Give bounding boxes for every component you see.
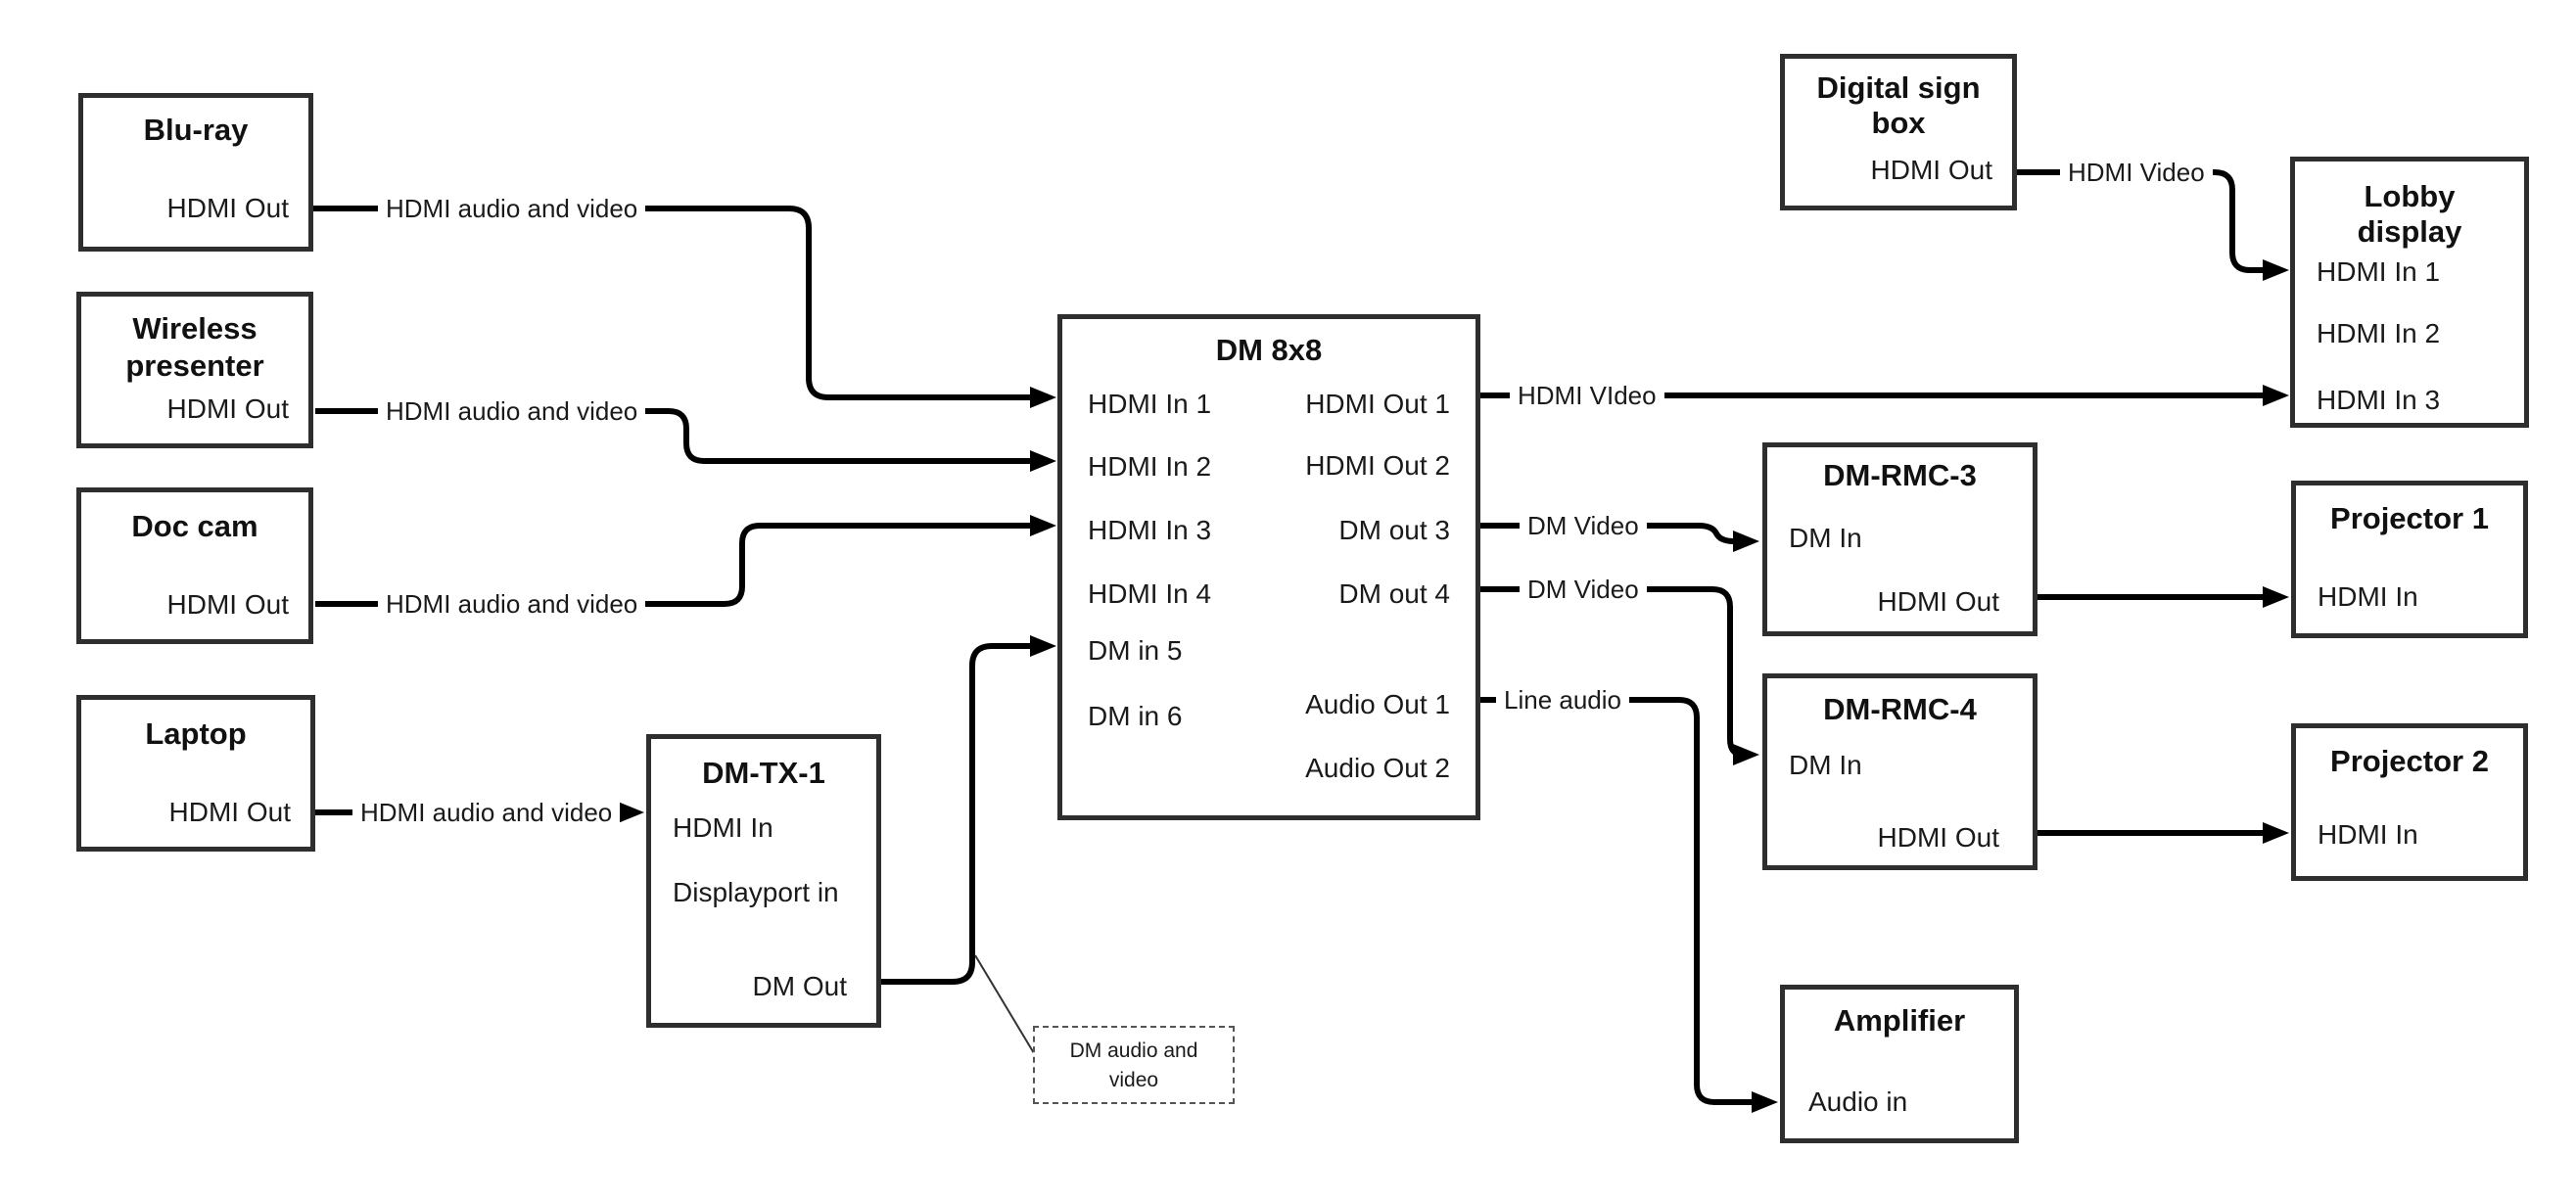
port-rmc4-hdmi-out: HDMI Out bbox=[1877, 822, 1999, 853]
port-dm8x8-dm-out-4: DM out 4 bbox=[1338, 578, 1450, 609]
arrowhead-projector1-hdmi-in bbox=[2263, 586, 2289, 608]
node-dm-rmc-3: DM-RMC-3 DM In HDMI Out bbox=[1762, 442, 2037, 636]
port-digitalsign-hdmi-out: HDMI Out bbox=[1870, 155, 1992, 185]
label-digitalsign-cable: HDMI Video bbox=[2060, 158, 2213, 187]
label-hdmi-out1-cable: HDMI VIdeo bbox=[1510, 381, 1664, 410]
arrowhead-rmc3-dm-in bbox=[1733, 531, 1759, 552]
node-wireless-presenter: Wireless presenter HDMI Out bbox=[76, 292, 313, 448]
port-dm8x8-audio-out-2: Audio Out 2 bbox=[1305, 753, 1450, 783]
node-projector-2: Projector 2 HDMI In bbox=[2291, 723, 2528, 881]
node-wireless-presenter-title-line2: presenter bbox=[125, 348, 264, 383]
node-laptop-title: Laptop bbox=[145, 716, 247, 751]
port-laptop-hdmi-out: HDMI Out bbox=[168, 797, 291, 827]
port-dm8x8-hdmi-out-2: HDMI Out 2 bbox=[1305, 450, 1450, 481]
port-rmc3-hdmi-out: HDMI Out bbox=[1877, 586, 1999, 617]
port-lobby-hdmi-in-1: HDMI In 1 bbox=[2317, 256, 2441, 287]
label-wireless-cable: HDMI audio and video bbox=[378, 396, 646, 426]
connection-digitalsign-to-lobby bbox=[2017, 169, 2265, 273]
node-dm-8x8-title: DM 8x8 bbox=[1215, 333, 1323, 367]
node-digital-sign-box-title: Digital sign box bbox=[1785, 70, 2012, 141]
port-lobby-hdmi-in-2: HDMI In 2 bbox=[2317, 318, 2441, 348]
connection-dm8x8-to-rmc4 bbox=[1480, 586, 1744, 758]
node-doc-cam-title: Doc cam bbox=[131, 509, 258, 543]
port-projector1-hdmi-in: HDMI In bbox=[2318, 581, 2418, 612]
node-dm-tx-1: DM-TX-1 HDMI In Displayport in DM Out bbox=[646, 734, 881, 1028]
node-laptop: Laptop HDMI Out bbox=[76, 695, 315, 852]
port-dmtx1-hdmi-in: HDMI In bbox=[673, 812, 773, 843]
port-projector2-hdmi-in: HDMI In bbox=[2318, 819, 2418, 850]
node-dm-rmc-3-title: DM-RMC-3 bbox=[1823, 458, 1977, 492]
port-dm8x8-audio-out-1: Audio Out 1 bbox=[1305, 689, 1450, 719]
node-wireless-presenter-title: Wireless presenter bbox=[81, 310, 308, 385]
port-bluray-hdmi-out: HDMI Out bbox=[166, 193, 289, 223]
port-dmtx1-dm-out: DM Out bbox=[752, 971, 847, 1001]
arrowheads bbox=[618, 259, 2289, 1113]
node-digital-sign-box-title-line2: box bbox=[1871, 106, 1926, 140]
node-dm-8x8: DM 8x8 HDMI In 1 HDMI In 2 HDMI In 3 HDM… bbox=[1057, 314, 1480, 820]
port-dm8x8-dm-in-6: DM in 6 bbox=[1088, 701, 1183, 731]
label-bluray-cable: HDMI audio and video bbox=[378, 194, 646, 223]
arrowhead-dm8x8-in1 bbox=[1030, 387, 1056, 408]
label-audio-out1-cable: Line audio bbox=[1496, 685, 1629, 715]
port-dm8x8-hdmi-in-4: HDMI In 4 bbox=[1088, 578, 1212, 609]
node-digital-sign-box: Digital sign box HDMI Out bbox=[1780, 54, 2017, 210]
callout-dm-audio-video: DM audio and video bbox=[1033, 1026, 1235, 1104]
connection-dmtx1-to-dm8x8 bbox=[881, 643, 1031, 985]
label-doccam-cable: HDMI audio and video bbox=[378, 589, 646, 619]
port-amplifier-audio-in: Audio in bbox=[1808, 1086, 1908, 1117]
connection-dm8x8-to-rmc3 bbox=[1480, 523, 1735, 544]
callout-line1: DM audio and bbox=[1069, 1039, 1198, 1062]
arrowhead-dm8x8-in2 bbox=[1030, 450, 1056, 472]
node-projector-2-title: Projector 2 bbox=[2330, 744, 2489, 778]
connection-dm8x8-to-amplifier bbox=[1480, 697, 1754, 1105]
node-lobby-display-title: Lobby display bbox=[2295, 179, 2524, 250]
callout-line2: video bbox=[1108, 1069, 1159, 1091]
node-digital-sign-box-title-line1: Digital sign bbox=[1816, 70, 1981, 105]
node-lobby-display-title-line1: Lobby bbox=[2364, 179, 2456, 213]
arrowhead-dm8x8-in3 bbox=[1030, 515, 1056, 536]
port-rmc3-dm-in: DM In bbox=[1789, 523, 1862, 553]
connection-doccam-to-dm8x8 bbox=[315, 523, 1031, 607]
arrowhead-lobby-in1 bbox=[2263, 259, 2289, 281]
label-dm-out3-cable: DM Video bbox=[1520, 511, 1647, 540]
node-amplifier-title: Amplifier bbox=[1833, 1003, 1966, 1038]
arrowhead-amplifier-audio-in bbox=[1752, 1091, 1778, 1113]
port-wireless-hdmi-out: HDMI Out bbox=[166, 393, 289, 424]
port-dm8x8-hdmi-in-3: HDMI In 3 bbox=[1088, 515, 1212, 545]
node-dm-rmc-4: DM-RMC-4 DM In HDMI Out bbox=[1762, 673, 2037, 870]
node-lobby-display: Lobby display HDMI In 1 HDMI In 2 HDMI I… bbox=[2290, 157, 2529, 428]
node-wireless-presenter-title-line1: Wireless bbox=[132, 311, 258, 346]
node-projector-1: Projector 1 HDMI In bbox=[2291, 481, 2528, 638]
arrowhead-dm8x8-in5 bbox=[1030, 635, 1056, 657]
port-dm8x8-hdmi-in-2: HDMI In 2 bbox=[1088, 451, 1212, 482]
arrowhead-lobby-in3 bbox=[2263, 385, 2289, 406]
node-amplifier: Amplifier Audio in bbox=[1780, 985, 2019, 1143]
port-rmc4-dm-in: DM In bbox=[1789, 750, 1862, 780]
node-dm-tx-1-title: DM-TX-1 bbox=[702, 756, 825, 790]
connection-wireless-to-dm8x8 bbox=[315, 408, 1031, 464]
port-lobby-hdmi-in-3: HDMI In 3 bbox=[2317, 385, 2441, 415]
node-bluray-title: Blu-ray bbox=[143, 113, 249, 147]
port-dm8x8-hdmi-in-1: HDMI In 1 bbox=[1088, 389, 1212, 419]
port-dm8x8-dm-in-5: DM in 5 bbox=[1088, 635, 1183, 666]
node-projector-1-title: Projector 1 bbox=[2330, 501, 2489, 535]
port-dmtx1-displayport-in: Displayport in bbox=[673, 877, 839, 907]
port-dm8x8-dm-out-3: DM out 3 bbox=[1338, 515, 1450, 545]
arrowhead-dmtx1-hdmi-in bbox=[618, 802, 644, 823]
port-doccam-hdmi-out: HDMI Out bbox=[166, 589, 289, 620]
arrowhead-rmc4-dm-in bbox=[1733, 744, 1759, 765]
node-bluray: Blu-ray HDMI Out bbox=[78, 93, 313, 252]
node-doc-cam: Doc cam HDMI Out bbox=[76, 487, 313, 644]
callout-leader-line bbox=[974, 954, 1035, 1054]
arrowhead-projector2-hdmi-in bbox=[2263, 822, 2289, 844]
label-laptop-cable: HDMI audio and video bbox=[352, 798, 621, 827]
port-dm8x8-hdmi-out-1: HDMI Out 1 bbox=[1305, 389, 1450, 419]
node-dm-rmc-4-title: DM-RMC-4 bbox=[1823, 692, 1977, 726]
label-dm-out4-cable: DM Video bbox=[1520, 575, 1647, 604]
node-lobby-display-title-line2: display bbox=[2357, 214, 2462, 249]
connection-bluray-to-dm8x8 bbox=[313, 206, 1031, 400]
